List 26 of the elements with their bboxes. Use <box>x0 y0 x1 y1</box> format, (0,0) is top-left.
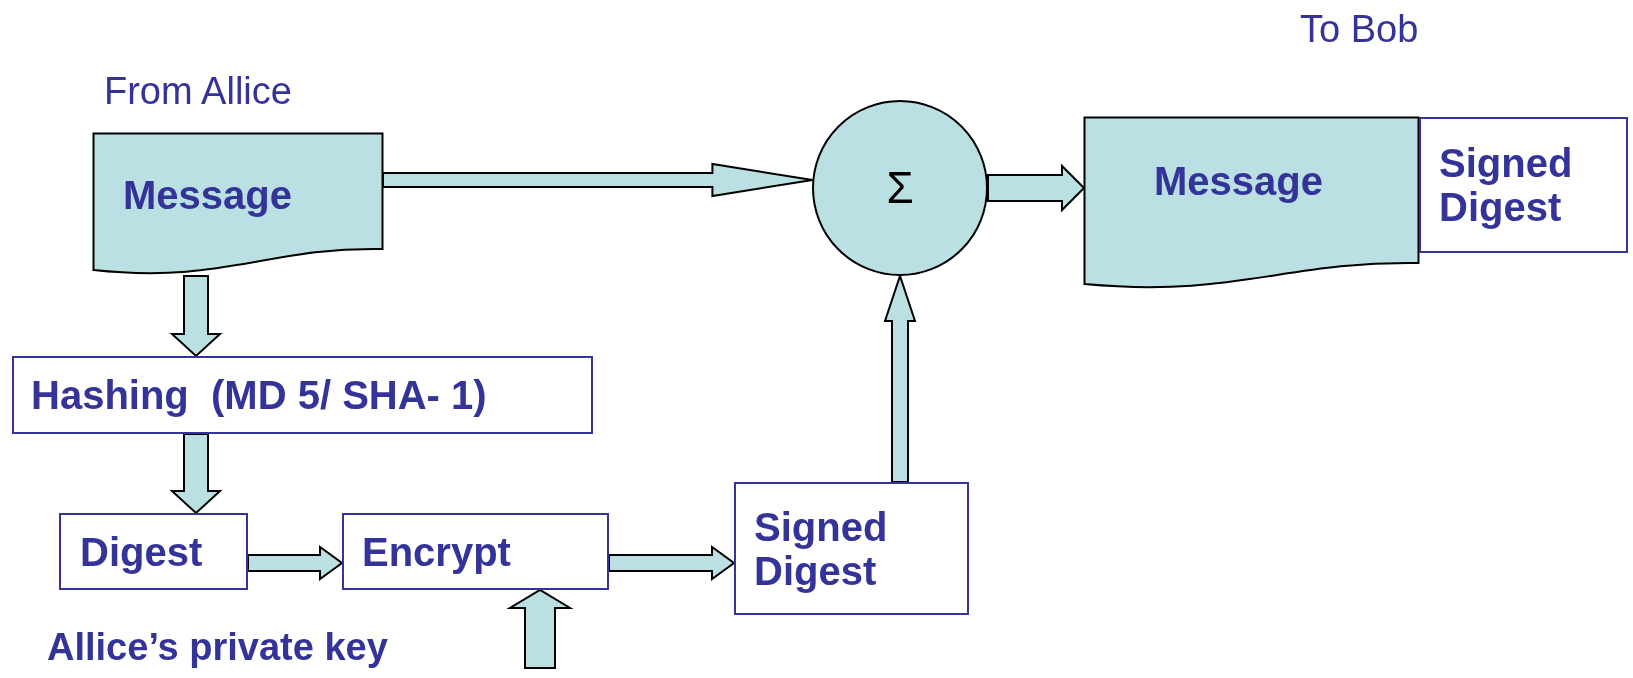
process-box <box>12 356 593 434</box>
node-label: Signed Digest <box>754 504 889 593</box>
key-label: Allice’s private key <box>47 626 388 669</box>
block-arrow <box>169 275 223 358</box>
sum-circle <box>812 100 988 276</box>
process-box <box>59 513 248 590</box>
block-arrow <box>169 433 223 515</box>
process-box <box>1419 117 1628 253</box>
block-arrow <box>608 545 736 581</box>
node-label: Signed Digest <box>1439 141 1574 229</box>
caption-text: From Allice <box>104 70 292 113</box>
process-box <box>342 513 609 590</box>
block-arrow <box>382 162 814 198</box>
caption-text: To Bob <box>1300 8 1419 51</box>
block-arrow <box>506 588 574 669</box>
document-shape <box>93 133 383 276</box>
block-arrow <box>987 163 1086 213</box>
node-label: Hashing (MD 5/ SHA- 1) <box>31 373 487 417</box>
node-label: Message <box>1154 159 1323 203</box>
block-arrow <box>247 545 344 581</box>
node-label: Digest <box>80 529 203 574</box>
node-label: Message <box>123 172 292 217</box>
process-box <box>734 482 969 615</box>
document-shape <box>1084 117 1419 290</box>
sum-symbol: Σ <box>886 163 914 213</box>
node-label: Encrypt <box>362 529 511 574</box>
